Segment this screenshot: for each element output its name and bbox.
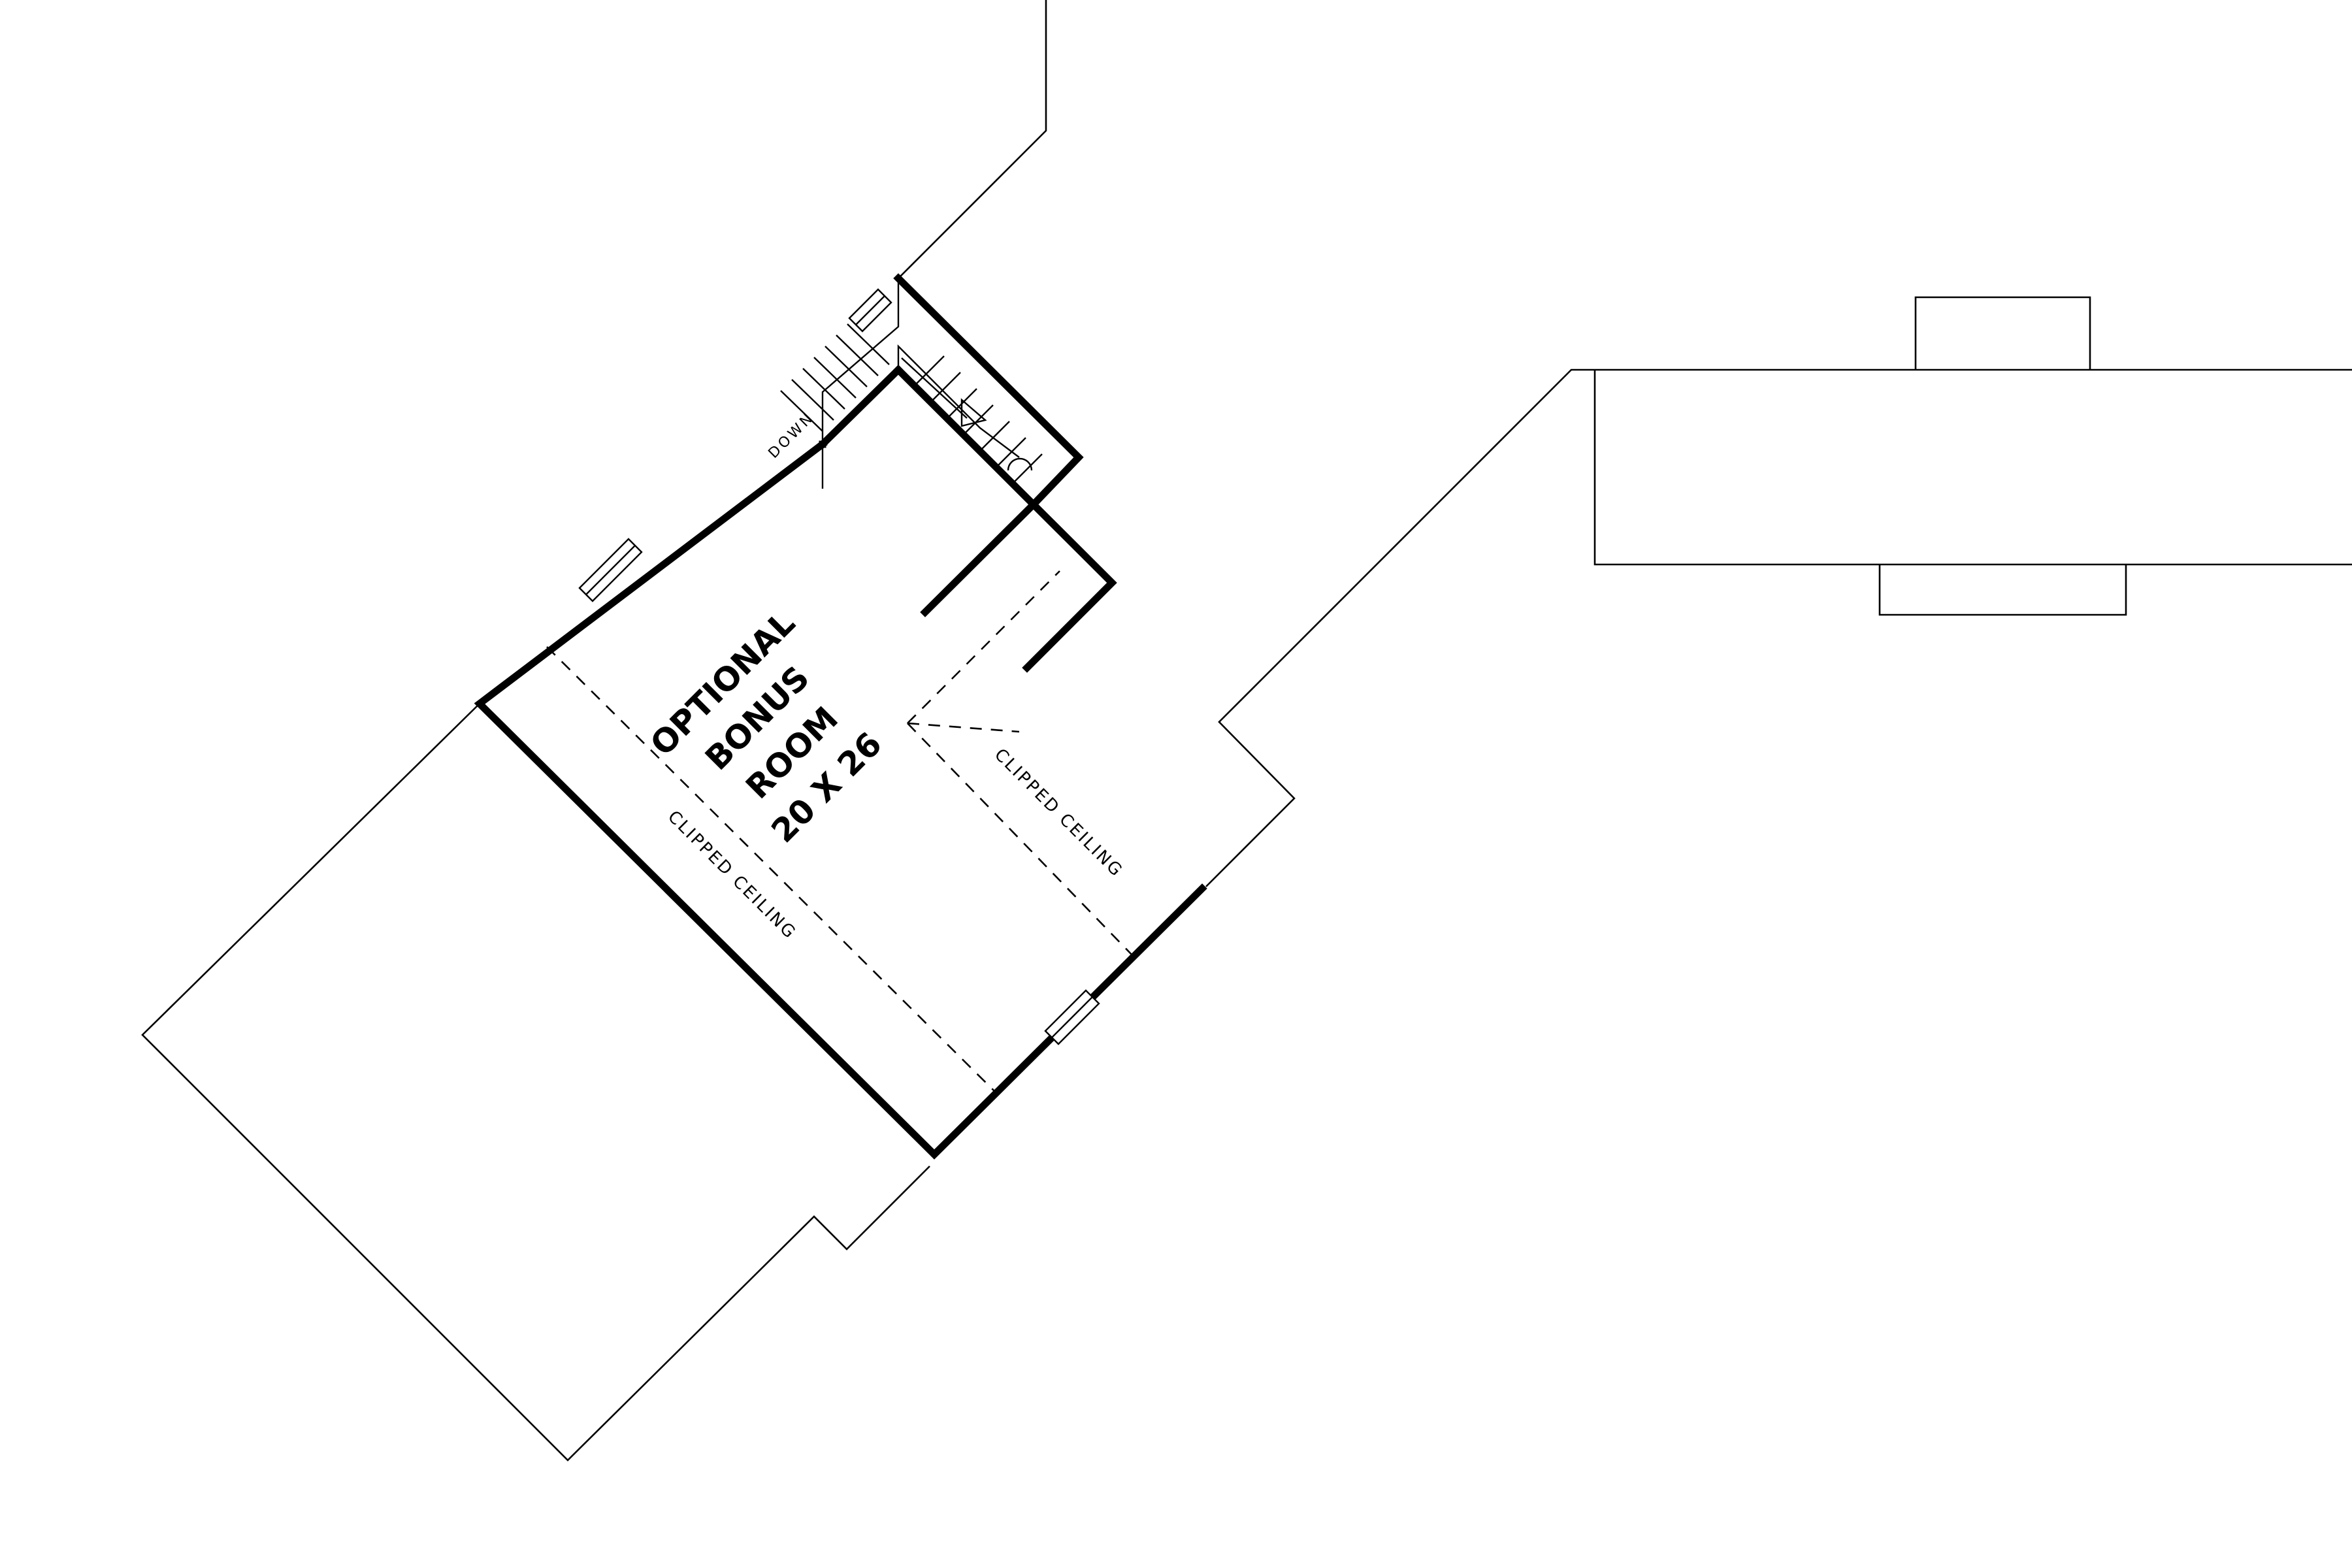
window-lower-right — [1044, 989, 1100, 1045]
knee-wall-lines — [546, 570, 1133, 1092]
stair — [780, 278, 1043, 489]
bonus-room-walls — [474, 273, 1207, 1160]
lower-floor-outline — [141, 0, 2352, 1462]
window-upper-left — [848, 288, 892, 333]
window-left-wall — [578, 538, 643, 602]
clipped-ceiling-right-label: CLIPPED CEILING — [990, 745, 1127, 881]
right-wing-outline — [1593, 296, 2352, 616]
